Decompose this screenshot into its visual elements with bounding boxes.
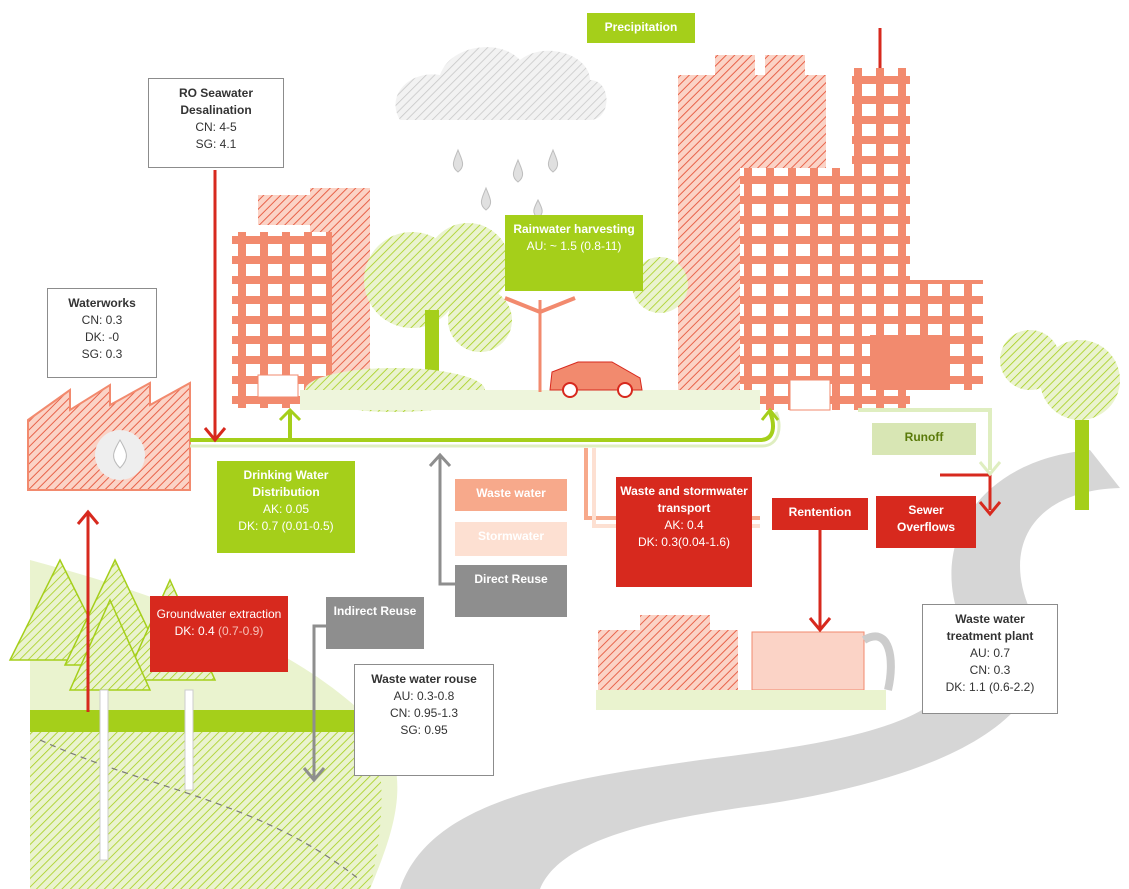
- small-houses: [596, 615, 895, 710]
- wastewater-treatment-plant-box: Waste water treatment plant AU: 0.7 CN: …: [922, 604, 1058, 714]
- raindrop-icon: [512, 158, 524, 183]
- raindrop-icon: [452, 148, 464, 173]
- direct-reuse-box: Direct Reuse: [455, 565, 567, 617]
- groundwater-extraction-box: Groundwater extraction DK: 0.4 (0.7-0.9): [150, 596, 288, 672]
- waterworks-factory: [27, 381, 191, 491]
- trees-and-bushes: [300, 223, 1120, 510]
- rain-cloud: [395, 47, 607, 219]
- indirect-reuse-box: Indirect Reuse: [326, 597, 424, 649]
- legend-waste-water: Waste water: [455, 479, 567, 511]
- rainwater-harvesting-box: Rainwater harvesting AU: ~ 1.5 (0.8-11): [505, 215, 643, 291]
- flow-arrows: [76, 170, 1002, 783]
- waste-stormwater-transport-box: Waste and stormwater transport AK: 0.4 D…: [616, 477, 752, 587]
- retention-box: Rentention: [772, 498, 868, 530]
- raindrop-icon: [547, 148, 559, 173]
- drinking-water-distribution-box: Drinking Water Distribution AK: 0.05 DK:…: [217, 461, 355, 553]
- waterworks-box: Waterworks CN: 0.3 DK: -0 SG: 0.3: [47, 288, 157, 378]
- direct-reuse-arrow: [438, 456, 458, 586]
- indirect-reuse-arrow: [312, 624, 326, 778]
- water-drop-icon: [113, 439, 127, 469]
- skyscrapers-right: [678, 28, 983, 411]
- wastewater-reuse-box: Waste water rouse AU: 0.3-0.8 CN: 0.95-1…: [354, 664, 494, 776]
- runoff-label: Runoff: [872, 423, 976, 455]
- legend-stormwater: Stormwater: [455, 522, 567, 556]
- street-lamp: [504, 296, 576, 392]
- ro-desalination-box: RO Seawater Desalination CN: 4-5 SG: 4.1: [148, 78, 284, 168]
- ro-desalination-title: RO Seawater Desalination: [178, 86, 254, 117]
- red-car: [549, 361, 643, 398]
- precipitation-label: Precipitation: [587, 13, 695, 43]
- raindrop-icon: [480, 186, 492, 211]
- pine-forest: [8, 558, 217, 861]
- sewer-overflows-box: Sewer Overflows: [876, 496, 976, 548]
